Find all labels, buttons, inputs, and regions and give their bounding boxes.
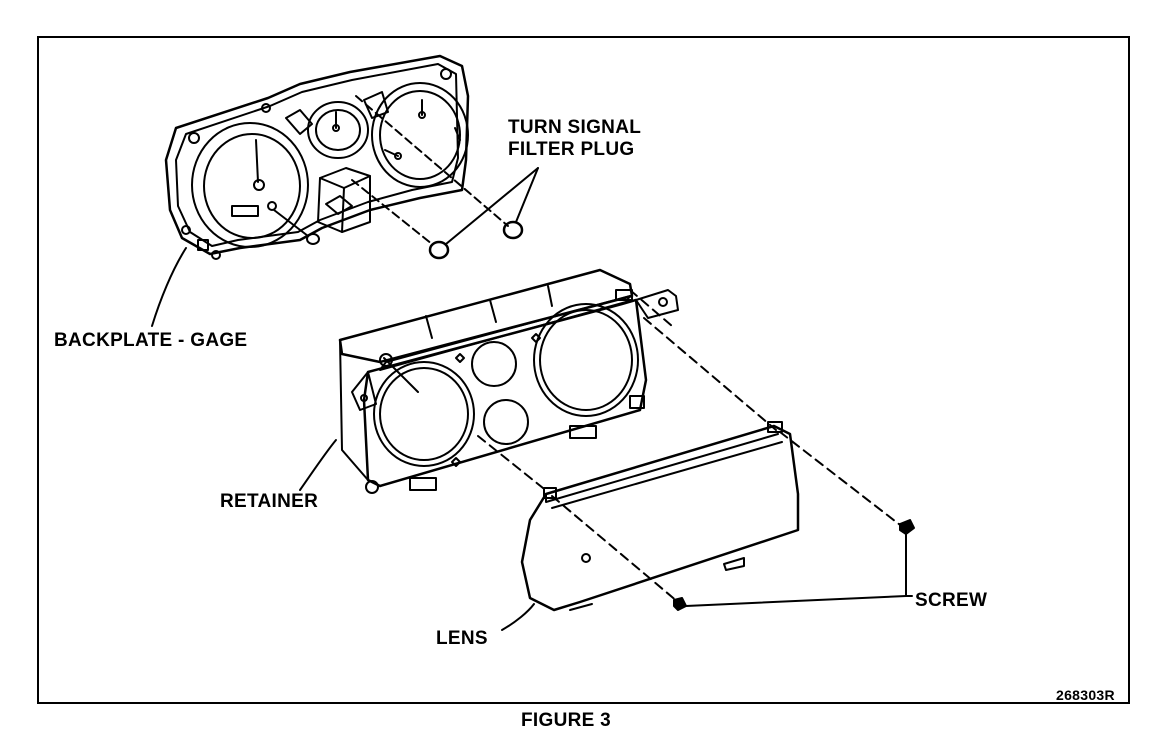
figure-frame (37, 36, 1130, 704)
screw-alignment-lines (477, 289, 905, 603)
screw-leaders (685, 533, 913, 607)
turn-signal-label-line2: FILTER PLUG (508, 139, 635, 160)
drawing-code: 268303R (1056, 687, 1115, 703)
retainer-label: RETAINER (220, 491, 319, 512)
screw-label: SCREW (915, 590, 988, 611)
turn-signal-leaders (445, 167, 539, 245)
lens-label: LENS (436, 628, 488, 649)
backplate-gage (164, 54, 524, 260)
lens-leader (501, 603, 535, 631)
lens (520, 421, 800, 612)
backplate-gage-label: BACKPLATE - GAGE (54, 330, 248, 351)
backplate-leader (151, 247, 187, 327)
screws (673, 519, 915, 611)
figure-caption: FIGURE 3 (521, 710, 612, 731)
retainer-leader (299, 439, 337, 491)
turn-signal-label-line1: TURN SIGNAL (508, 117, 642, 138)
retainer (338, 268, 679, 494)
turn-signal-filter-plug-label: TURN SIGNAL FILTER PLUG (508, 117, 641, 161)
